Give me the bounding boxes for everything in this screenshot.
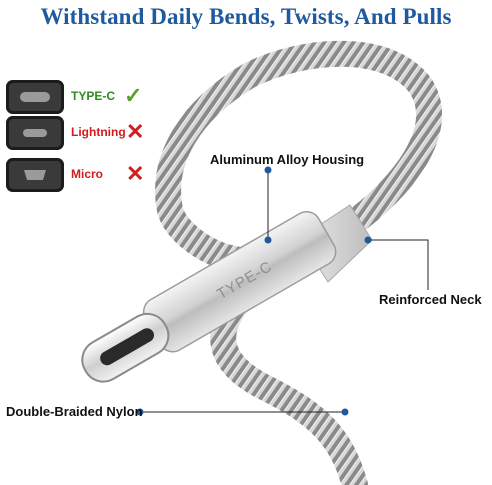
usb-c-tip: [81, 312, 170, 383]
neck-dot: [364, 236, 372, 244]
neck-callout: Reinforced Neck: [379, 292, 482, 307]
micro-port-icon: [6, 158, 64, 192]
nylon-dot-start: [136, 408, 144, 416]
type-c-port-icon: [6, 80, 64, 114]
compat-row-micro: Micro ✕: [6, 158, 156, 192]
check-icon: ✓: [124, 83, 143, 108]
cross-icon: ✕: [126, 119, 145, 144]
aluminum-housing: TYPE-C: [142, 210, 337, 353]
callout-lines: [140, 170, 429, 413]
braided-cable: [155, 40, 443, 273]
type-c-label: TYPE-C: [71, 89, 116, 103]
housing-callout: Aluminum Alloy Housing: [210, 152, 365, 167]
cross-icon: ✕: [126, 161, 145, 186]
lightning-port-icon: [6, 116, 64, 150]
compat-row-type-c: TYPE-C ✓: [6, 80, 156, 114]
housing-dot: [264, 166, 272, 174]
housing-dot-end: [264, 236, 272, 244]
neck-leader: [368, 239, 429, 290]
micro-label: Micro: [71, 167, 104, 181]
braided-cable-lower: [210, 287, 368, 485]
nylon-callout: Double-Braided Nylon: [6, 404, 143, 419]
headline: Withstand Daily Bends, Twists, And Pulls: [40, 4, 452, 29]
nylon-dot-end: [341, 408, 349, 416]
compat-row-lightning: Lightning ✕: [6, 116, 156, 150]
lightning-label: Lightning: [71, 125, 126, 139]
